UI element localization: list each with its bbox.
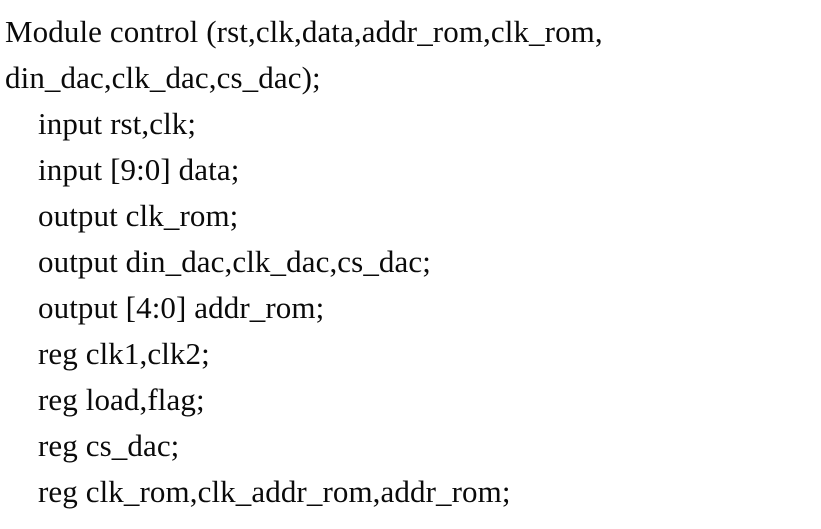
verilog-code-block: Module control (rst,clk,data,addr_rom,cl…: [5, 14, 603, 509]
code-line: din_dac,clk_dac,cs_dac);: [5, 60, 321, 95]
code-line: reg clk1,clk2;: [38, 336, 210, 371]
code-line: input [9:0] data;: [38, 152, 240, 187]
code-line: output din_dac,clk_dac,cs_dac;: [38, 244, 431, 279]
code-line: output [4:0] addr_rom;: [38, 290, 325, 325]
code-line: reg load,flag;: [38, 382, 205, 417]
code-line: reg clk_rom,clk_addr_rom,addr_rom;: [38, 474, 511, 509]
code-line: reg cs_dac;: [38, 428, 180, 463]
code-line: output clk_rom;: [38, 198, 239, 233]
code-line: Module control (rst,clk,data,addr_rom,cl…: [5, 14, 603, 49]
code-line: input rst,clk;: [38, 106, 197, 141]
